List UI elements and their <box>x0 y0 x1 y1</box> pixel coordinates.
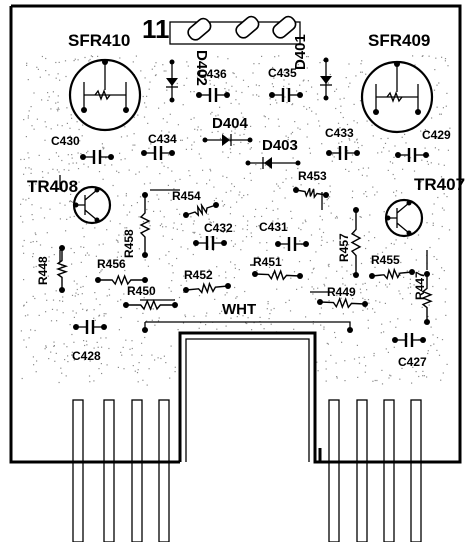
resistor-r448 <box>55 245 69 293</box>
capacitor-c429 <box>395 148 429 162</box>
board-cutout-outline <box>178 331 460 464</box>
capacitor-c434 <box>141 146 175 160</box>
connector-pins <box>72 399 422 542</box>
transistor-tr408 <box>72 185 112 225</box>
diode-d403 <box>245 157 301 169</box>
label-r457: R457 <box>337 233 351 262</box>
connector-11 <box>169 15 301 45</box>
label-r451: R451 <box>253 255 282 269</box>
misc-traces <box>59 175 428 301</box>
label-c428: C428 <box>72 349 101 363</box>
resistor-r456 <box>95 274 148 286</box>
label-d403: D403 <box>262 137 298 154</box>
resistor-r458 <box>139 192 151 258</box>
pot-sfr410 <box>68 58 142 132</box>
label-connector-11: 11 <box>142 14 170 44</box>
diode-d402 <box>166 59 178 103</box>
board-cutout-inner <box>185 338 310 462</box>
resistor-symbols <box>55 187 433 325</box>
label-r454: R454 <box>172 189 201 203</box>
transistor-tr407 <box>384 198 424 238</box>
resistor-r457 <box>350 207 362 278</box>
resistor-r451 <box>252 268 303 281</box>
diode-d404 <box>202 134 253 146</box>
component-labels: 11 SFR410 SFR409 TR408 TR407 D402 D401 D… <box>27 14 465 369</box>
label-r447: R447 <box>413 271 427 300</box>
capacitor-c432 <box>193 236 227 250</box>
label-r448: R448 <box>36 256 50 285</box>
label-c436: C436 <box>198 67 227 81</box>
capacitor-c431 <box>275 237 309 251</box>
label-r452: R452 <box>184 268 213 282</box>
label-wht: WHT <box>222 301 256 318</box>
label-r456: R456 <box>97 257 126 271</box>
label-d404: D404 <box>212 115 249 132</box>
capacitor-c428 <box>73 320 107 334</box>
label-c431: C431 <box>259 220 288 234</box>
wht-wire-trace <box>144 321 351 330</box>
resistor-r453 <box>293 187 329 200</box>
diode-d401 <box>320 57 332 101</box>
resistor-r447 <box>421 271 433 325</box>
label-sfr409: SFR409 <box>368 31 430 50</box>
capacitor-c436 <box>196 88 230 102</box>
label-r453: R453 <box>298 169 327 183</box>
capacitor-c427 <box>392 333 426 347</box>
label-d401: D401 <box>292 34 309 70</box>
capacitor-c433 <box>326 146 360 160</box>
label-c430: C430 <box>51 134 80 148</box>
copper-speckle-texture <box>20 55 451 386</box>
resistor-r455 <box>369 267 415 281</box>
label-r450: R450 <box>127 284 156 298</box>
resistor-r452 <box>183 281 231 295</box>
label-r458: R458 <box>122 229 136 258</box>
label-r455: R455 <box>371 253 400 267</box>
label-c427: C427 <box>398 355 427 369</box>
label-d402: D402 <box>193 50 210 86</box>
label-c434: C434 <box>148 132 177 146</box>
label-c432: C432 <box>204 221 233 235</box>
label-sfr410: SFR410 <box>68 31 130 50</box>
label-c433: C433 <box>325 126 354 140</box>
resistor-r449 <box>317 296 368 309</box>
label-c435: C435 <box>268 66 297 80</box>
label-c429: C429 <box>422 128 451 142</box>
capacitor-c430 <box>80 150 114 164</box>
resistor-r450 <box>123 299 178 311</box>
label-tr408: TR408 <box>27 177 78 196</box>
label-r449: R449 <box>327 285 356 299</box>
resistor-r454 <box>183 202 219 218</box>
capacitor-symbols <box>73 88 429 347</box>
pot-sfr409 <box>360 60 434 134</box>
capacitor-c435 <box>269 88 303 102</box>
label-tr407: TR407 <box>414 175 465 194</box>
